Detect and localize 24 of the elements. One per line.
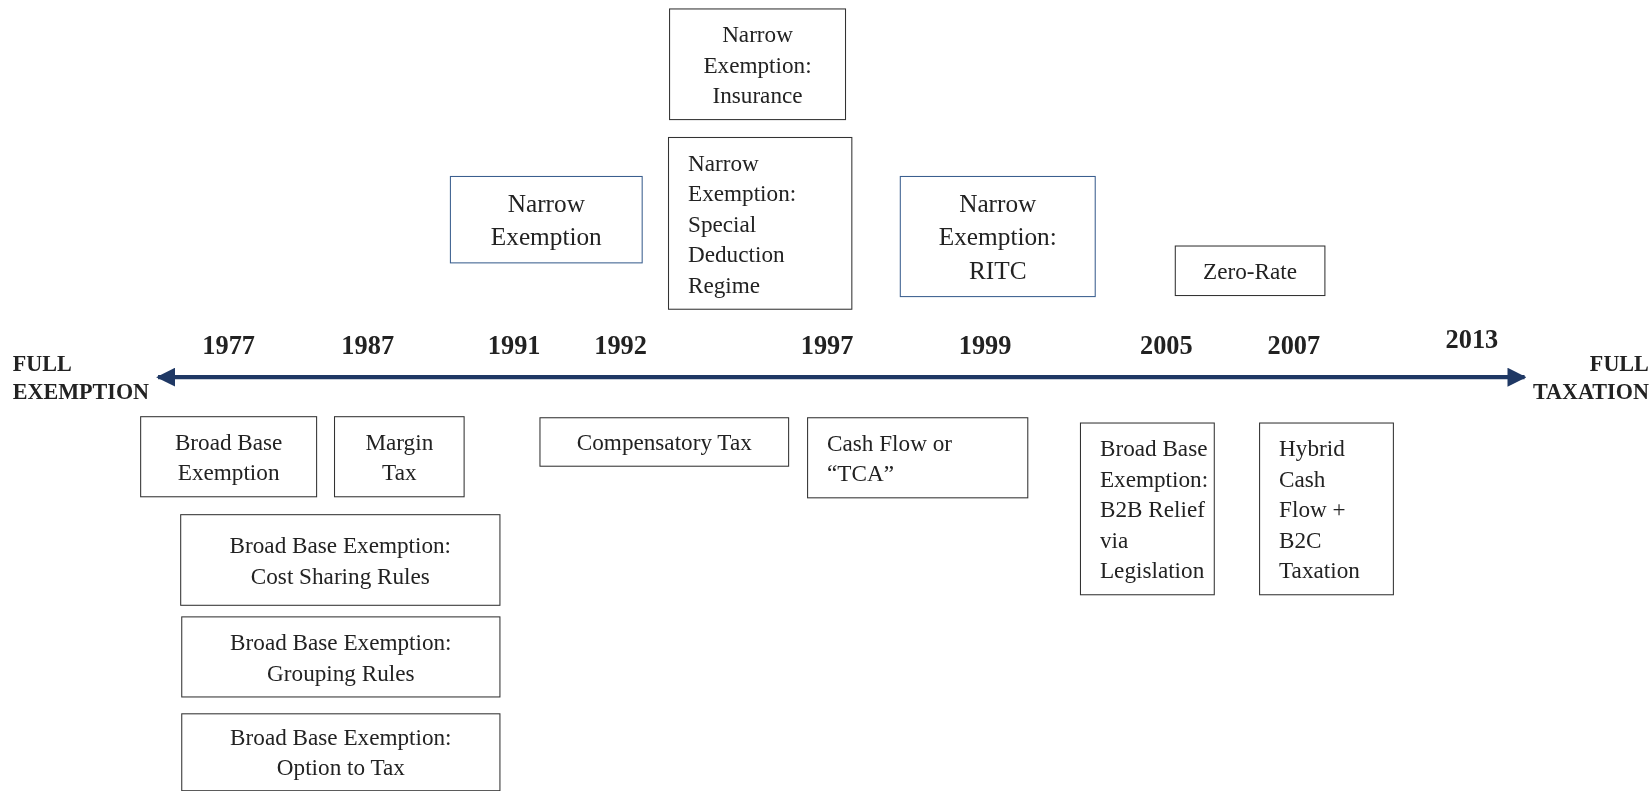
year-label: 1999 xyxy=(958,330,1012,361)
text-box: Broad Base Exemption: Option to Tax xyxy=(181,713,501,791)
text-box: Narrow Exemption: Insurance xyxy=(669,8,847,121)
year-label: 2005 xyxy=(1140,330,1193,361)
text-box: Compensatory Tax xyxy=(539,417,790,467)
text-box: Broad Base Exemption: Grouping Rules xyxy=(181,616,501,698)
year-label: 1992 xyxy=(594,330,647,361)
text-box: Broad Base Exemption: B2B Relief via Legislation xyxy=(1079,422,1215,596)
text-box: Broad Base Exemption: Cost Sharing Rules xyxy=(180,514,501,606)
text-box: Cash Flow or “TCA” xyxy=(807,417,1029,499)
year-label: 1997 xyxy=(800,330,854,361)
text-box: Narrow Exemption: Special Deduction Regime xyxy=(668,136,853,310)
year-label: 1977 xyxy=(202,330,255,361)
year-label: 2007 xyxy=(1267,330,1321,361)
text-box: Narrow Exemption xyxy=(449,175,643,264)
year-label: 2013 xyxy=(1445,324,1499,354)
year-label: 1991 xyxy=(487,330,541,361)
year-label: 1987 xyxy=(341,330,395,361)
text-box: Hybrid Cash Flow + B2C Taxation xyxy=(1259,422,1394,596)
text-box: Narrow Exemption: RITC xyxy=(899,175,1096,298)
text-box: Margin Tax xyxy=(334,416,465,498)
text-box: Zero-Rate xyxy=(1174,245,1326,297)
axis-end-label: FULL TAXATION xyxy=(1531,349,1649,407)
text-box: Broad Base Exemption xyxy=(140,416,318,498)
